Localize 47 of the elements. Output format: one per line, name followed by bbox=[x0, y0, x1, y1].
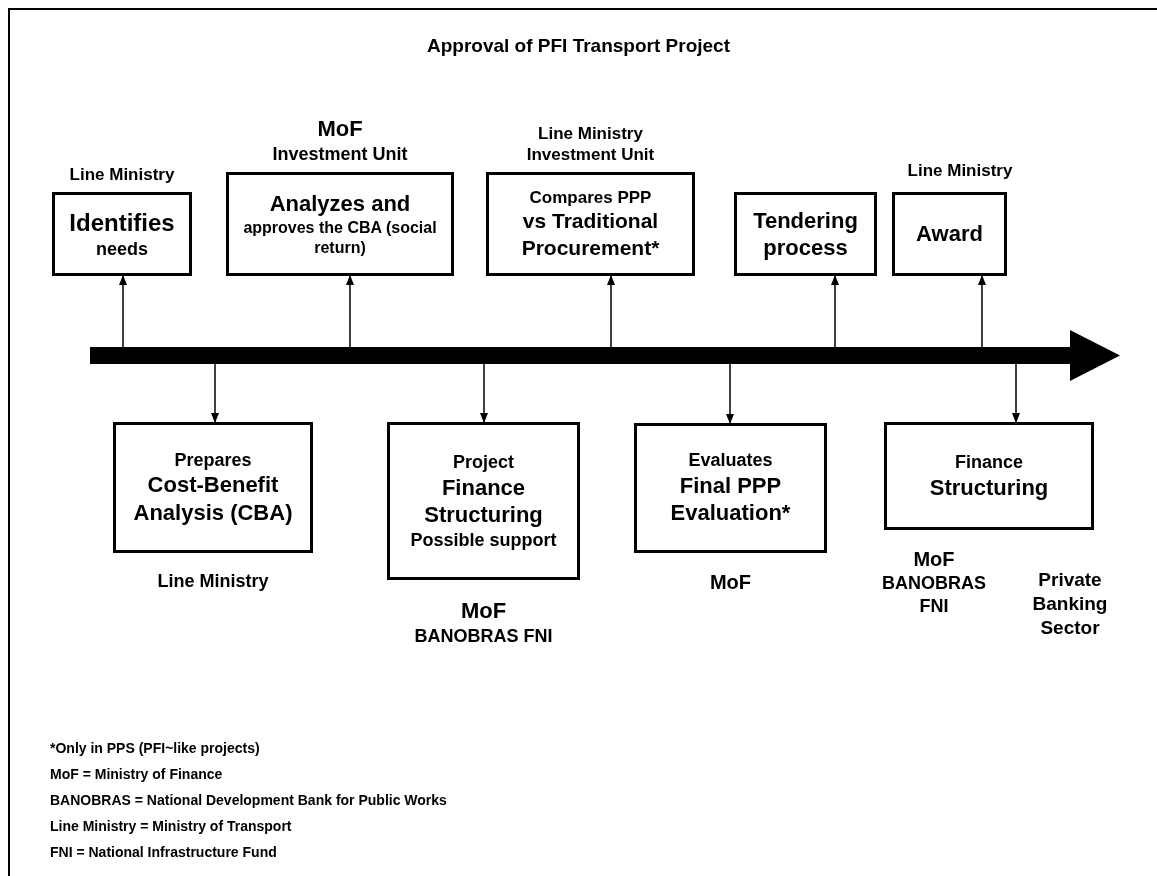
process-box bbox=[734, 192, 877, 276]
agency-label: Line Ministry bbox=[69, 163, 175, 185]
box-text: vs Traditional Procurement* bbox=[520, 208, 661, 261]
box-text: Compares PPP bbox=[529, 187, 652, 209]
box-text: Evaluates bbox=[688, 449, 773, 472]
agency-label: Private Banking Sector bbox=[1031, 568, 1109, 640]
arrow bbox=[831, 275, 839, 348]
box-text: Cost-Benefit Analysis (CBA) bbox=[132, 471, 294, 527]
agency-label: MoF bbox=[460, 597, 507, 625]
arrow bbox=[1012, 363, 1020, 423]
footnote: *Only in PPS (PFI~like projects) bbox=[50, 740, 261, 758]
box-text: needs bbox=[96, 237, 148, 261]
box-text: Structuring bbox=[929, 473, 1049, 501]
footnote: MoF = Ministry of Finance bbox=[50, 766, 224, 784]
footnote: BANOBRAS = National Development Bank for Public Works bbox=[50, 792, 448, 810]
box-text: approves the CBA (social return) bbox=[242, 217, 438, 258]
timeline-arrow bbox=[90, 330, 1120, 381]
arrow bbox=[211, 363, 219, 423]
box-text: Possible support bbox=[410, 528, 557, 551]
box-text: Final PPP Evaluation* bbox=[669, 471, 792, 527]
box-text: Identifies bbox=[69, 207, 175, 238]
box-text: Award bbox=[916, 220, 983, 248]
agency-label: Line Ministry bbox=[906, 160, 1014, 182]
process-box bbox=[892, 192, 1007, 276]
arrow bbox=[346, 275, 354, 348]
title: Approval of PFI Transport Project bbox=[427, 34, 730, 58]
box-text: Tendering process bbox=[752, 206, 859, 262]
arrow bbox=[480, 363, 488, 423]
arrow bbox=[607, 275, 615, 348]
agency-label: BANOBRAS FNI bbox=[881, 572, 987, 617]
agency-label: Line Ministry bbox=[157, 570, 269, 593]
agency-label: Investment Unit bbox=[272, 142, 408, 165]
agency-label: MoF bbox=[317, 115, 363, 143]
box-text: Prepares bbox=[174, 448, 252, 472]
box-text: Project bbox=[453, 451, 514, 474]
agency-label: Line Ministry Investment Unit bbox=[525, 122, 656, 165]
agency-label: MoF bbox=[709, 570, 752, 595]
box-text: Analyzes and bbox=[269, 190, 411, 218]
arrow bbox=[119, 275, 127, 348]
box-text: Finance Structuring bbox=[423, 473, 544, 529]
arrow bbox=[726, 363, 734, 424]
agency-label: MoF bbox=[913, 547, 955, 572]
agency-label: BANOBRAS FNI bbox=[414, 624, 553, 647]
footnote: Line Ministry = Ministry of Transport bbox=[50, 818, 293, 836]
arrow bbox=[978, 275, 986, 348]
box-text: Finance bbox=[955, 451, 1023, 474]
footnote: FNI = National Infrastructure Fund bbox=[50, 844, 278, 862]
